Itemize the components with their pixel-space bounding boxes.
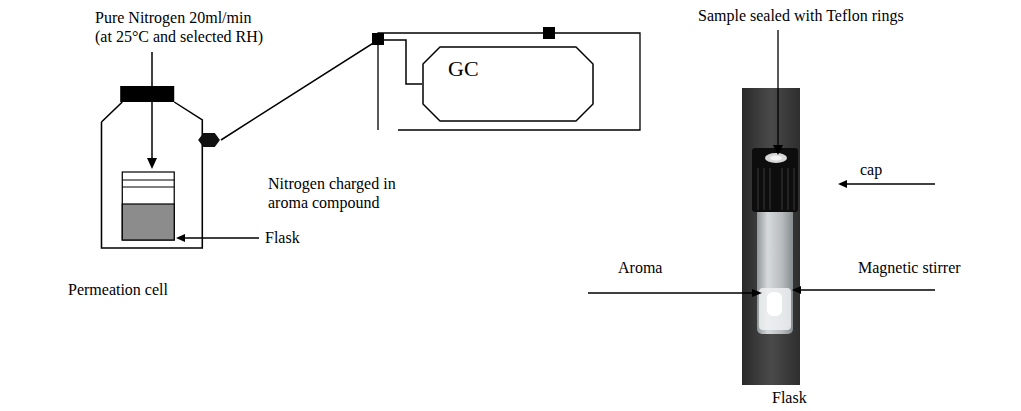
arrow-head bbox=[838, 180, 847, 188]
node-label: Permeation cell bbox=[68, 280, 221, 299]
node-label: GC bbox=[448, 56, 479, 82]
flask-photo bbox=[742, 88, 800, 385]
part-label: Sample sealed with Teflon rings bbox=[698, 6, 904, 25]
part-label: Magnetic stirrer bbox=[858, 258, 961, 277]
teflon-ring bbox=[765, 153, 787, 163]
part-label: Flask bbox=[265, 228, 300, 247]
leader-line bbox=[184, 237, 259, 238]
line-annotation: Nitrogen charged in aroma compound bbox=[268, 174, 403, 212]
leader-line bbox=[846, 183, 935, 184]
gc-oven-frame bbox=[378, 33, 640, 130]
part-label: Aroma bbox=[618, 258, 662, 277]
arrow-head bbox=[773, 145, 783, 155]
leader-line bbox=[588, 292, 752, 293]
aroma-liquid bbox=[759, 288, 791, 330]
figure-caption: Flask bbox=[772, 388, 807, 407]
permeation-cell-outline bbox=[62, 84, 221, 299]
flow-annotation: Pure Nitrogen 20ml/min (at 25°C and sele… bbox=[95, 8, 267, 46]
gc-instrument: GC bbox=[422, 46, 594, 122]
gc-instrument-outline bbox=[422, 46, 594, 122]
permeation-cell: Permeation cell bbox=[62, 84, 221, 299]
arrow-head bbox=[147, 158, 157, 169]
vial-cap bbox=[752, 148, 798, 212]
part-label: cap bbox=[860, 160, 882, 179]
fitting-block bbox=[543, 27, 555, 39]
leader-line bbox=[800, 289, 935, 290]
arrow-head bbox=[792, 286, 801, 294]
inlet-arrow bbox=[151, 52, 153, 159]
vial-glass bbox=[757, 208, 793, 334]
leader-line bbox=[777, 30, 778, 146]
magnetic-stirrer bbox=[767, 292, 782, 316]
gas-line bbox=[221, 40, 422, 140]
sample-opening bbox=[770, 156, 782, 161]
cap-ridges bbox=[758, 168, 794, 210]
arrow-head bbox=[176, 234, 185, 242]
arrow-head bbox=[752, 289, 762, 297]
